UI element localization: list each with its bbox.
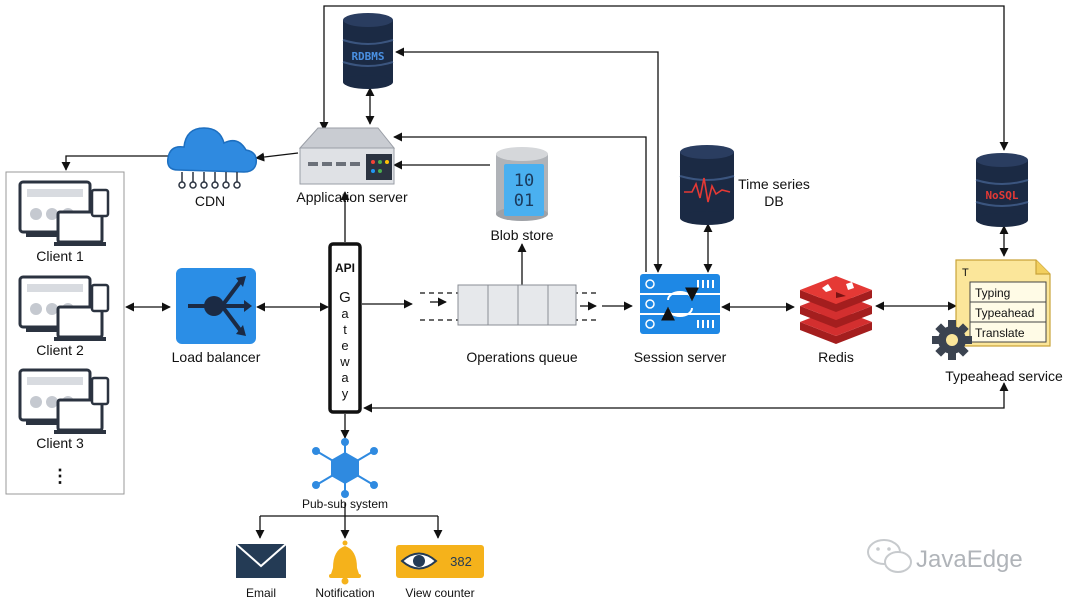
connectors <box>61 5 1009 539</box>
cdn-label: CDN <box>195 193 225 209</box>
typeahead-item-translate: Translate <box>975 326 1025 340</box>
gateway-api-label: API <box>335 261 355 275</box>
typeahead-doc-letter: T <box>962 267 969 279</box>
notification-bell-icon <box>329 540 361 585</box>
operations-queue-label: Operations queue <box>466 349 578 365</box>
blob-store-icon: 10 01 <box>496 147 548 221</box>
rdbms-icon: RDBMS <box>342 13 394 89</box>
typeahead-service-icon: T Typing Typeahead Translate <box>932 259 1051 360</box>
edge-pubsub-branch <box>260 503 438 517</box>
tsdb-label-line1: Time series <box>738 176 810 192</box>
view-counter-icon: 382 <box>396 545 484 578</box>
gateway-letter-w: w <box>339 354 350 369</box>
redis-label: Redis <box>818 349 854 365</box>
pubsub-label: Pub-sub system <box>302 497 388 511</box>
email-label: Email <box>246 586 276 600</box>
gateway-letter-t: t <box>343 322 347 337</box>
edge-session-app <box>393 132 647 272</box>
session-server-icon <box>640 274 720 334</box>
blob-bits-1: 10 <box>514 171 534 191</box>
blob-bits-2: 01 <box>514 191 534 211</box>
api-gateway: API G a t e w a y <box>328 242 362 414</box>
email-icon <box>235 543 287 578</box>
gear-icon <box>932 320 972 360</box>
operations-queue-icon <box>420 284 600 326</box>
client-1-label: Client 1 <box>36 248 84 264</box>
more-clients-ellipsis: ⋮ <box>51 466 69 486</box>
typeahead-item-typing: Typing <box>975 286 1010 300</box>
gateway-letter-e: e <box>341 338 348 353</box>
nosql-label: NoSQL <box>985 189 1018 202</box>
gateway-letter-g: G <box>339 289 351 306</box>
blob-store-label: Blob store <box>490 227 553 243</box>
clients-panel: Client 1 Client 2 Client 3 ⋮ <box>5 171 125 495</box>
load-balancer-label: Load balancer <box>172 349 261 365</box>
typeahead-item-typeahead: Typeahead <box>975 306 1034 320</box>
gateway-letter-a1: a <box>341 306 349 321</box>
pubsub-icon <box>312 438 378 498</box>
client-3-label: Client 3 <box>36 435 84 451</box>
view-counter-label: View counter <box>405 586 474 600</box>
edge-cdn-clients <box>61 155 170 171</box>
edge-app-nosql <box>319 5 1009 151</box>
application-server-icon <box>298 127 396 185</box>
time-series-db-icon <box>679 145 735 225</box>
redis-icon <box>800 276 872 344</box>
cdn-icon <box>166 127 258 189</box>
application-server-label: Application server <box>296 189 408 205</box>
view-count-value: 382 <box>450 554 472 569</box>
gateway-letter-y: y <box>342 386 349 401</box>
client-1-icon <box>18 180 110 246</box>
edge-typeahead-gateway <box>363 382 1009 413</box>
client-3-icon <box>18 368 110 434</box>
client-2-icon <box>18 275 110 341</box>
load-balancer-icon <box>176 268 256 344</box>
notification-label: Notification <box>315 586 374 600</box>
edge-app-cdn <box>255 152 299 162</box>
rdbms-label: RDBMS <box>351 50 384 63</box>
client-2-label: Client 2 <box>36 342 84 358</box>
nosql-icon: NoSQL <box>975 153 1029 227</box>
wechat-watermark-icon <box>867 539 912 573</box>
tsdb-label-line2: DB <box>764 193 783 209</box>
gateway-letter-a2: a <box>341 370 349 385</box>
typeahead-service-label: Typeahead service <box>945 368 1063 384</box>
session-server-label: Session server <box>634 349 727 365</box>
watermark-text: JavaEdge <box>916 546 1023 573</box>
edge-session-rdbms <box>395 47 663 273</box>
